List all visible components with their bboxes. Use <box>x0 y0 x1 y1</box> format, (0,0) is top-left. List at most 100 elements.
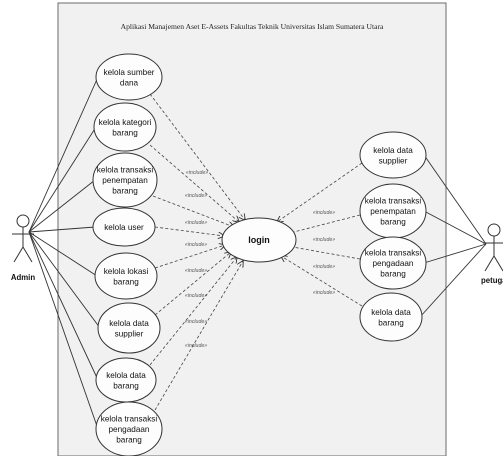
include-arrow-left-8 <box>154 261 243 411</box>
use-case-left-4: kelola user <box>92 207 156 247</box>
include-arrow-left-6 <box>154 252 231 316</box>
use-case-right-4-ellipse <box>359 292 423 342</box>
use-case-left-2-ellipse <box>93 102 157 152</box>
stick-figure-icon <box>483 223 503 272</box>
association-admin-6 <box>28 231 101 329</box>
use-case-right-3-label: barang <box>380 270 406 279</box>
include-stereotype-label: «include» <box>185 193 207 199</box>
use-case-left-5-label: barang <box>113 277 139 286</box>
use-case-left-7-label: barang <box>113 381 139 390</box>
association-admin-5 <box>28 231 98 277</box>
association-admin-1 <box>28 76 99 233</box>
use-case-right-3-label: pengadaan <box>373 259 414 268</box>
use-case-login-ellipse <box>221 217 297 263</box>
include-stereotype-label: «include» <box>313 210 335 216</box>
include-stereotype-label: «include» <box>185 293 207 299</box>
include-arrow-left-3 <box>152 195 234 227</box>
use-case-left-6-label: kelola data <box>109 319 149 328</box>
association-admin-2 <box>28 126 97 233</box>
use-case-right-2-label: kelola transaksi <box>365 197 422 206</box>
use-case-left-3-label: barang <box>112 187 138 196</box>
use-case-login-label: login <box>248 235 270 245</box>
use-case-right-4-label: barang <box>378 318 404 327</box>
actor-admin-label: Admin <box>11 273 35 282</box>
include-arrow-left-1 <box>149 93 245 220</box>
association-petugas-2 <box>423 210 487 245</box>
association-admin-4 <box>28 226 96 233</box>
include-stereotype-label: «include» <box>313 264 335 270</box>
use-case-left-6-label: supplier <box>115 329 144 338</box>
association-petugas-3 <box>423 243 487 264</box>
system-title: Aplikasi Manajemen Aset E-Assets Fakulta… <box>121 22 384 31</box>
include-stereotype-label: «include» <box>185 242 207 248</box>
use-case-right-1-label: supplier <box>379 156 408 165</box>
include-dependencies: «include» «include» «include» «include» «inc… <box>149 93 363 411</box>
actor-petugas: petugas <box>481 223 503 285</box>
include-stereotype-label: «include» <box>313 290 335 296</box>
include-arrow-left-7 <box>149 257 237 366</box>
association-admin-3 <box>28 179 96 233</box>
include-stereotype-label: «include» <box>185 343 207 349</box>
include-stereotype-label: «include» <box>186 170 208 176</box>
use-case-left-7-ellipse <box>95 357 157 403</box>
use-case-left-2-label: kelola kategori <box>99 118 152 127</box>
use-case-login: login <box>221 217 297 263</box>
use-case-left-2-label: barang <box>112 128 138 137</box>
use-case-right-2-label: barang <box>380 218 406 227</box>
use-case-right-1-label: kelola data <box>373 146 413 155</box>
association-petugas-1 <box>423 154 487 245</box>
association-admin-8 <box>28 231 99 430</box>
use-case-left-4-label: kelola user <box>104 223 144 232</box>
use-case-right-2-label: penempatan <box>370 207 416 216</box>
include-arrow-left-2 <box>149 144 239 222</box>
include-arrow-right-3 <box>287 246 361 260</box>
use-case-left-1-label: kelola sumber <box>104 68 155 77</box>
use-case-left-5-label: kelola lokasi <box>104 267 149 276</box>
include-stereotype-label: «include» <box>313 237 335 243</box>
include-arrow-left-4 <box>154 226 224 236</box>
include-arrow-right-1 <box>277 162 363 222</box>
use-case-left-6-ellipse <box>97 302 161 354</box>
include-arrow-right-4 <box>281 256 363 307</box>
use-case-left-3-label: penempatan <box>102 176 148 185</box>
use-case-right-4-label: kelola data <box>371 308 411 317</box>
association-admin-7 <box>28 231 99 381</box>
use-case-left-8-label: pengadaan <box>109 425 150 434</box>
use-case-left-5-ellipse <box>94 252 158 300</box>
actor-petugas-label: petugas <box>481 276 503 285</box>
use-case-left-3-label: kelola transaksi <box>97 166 154 175</box>
use-case-left-8-label: barang <box>116 436 142 445</box>
use-case-left-7-label: kelola data <box>106 371 146 380</box>
use-case-right-3-label: kelola transaksi <box>365 249 422 258</box>
actor-admin: Admin <box>11 214 35 282</box>
include-stereotype-label: «include» <box>185 319 207 325</box>
use-case-right-1-ellipse <box>359 131 427 179</box>
use-case-left-8-label: kelola transaksi <box>101 415 158 424</box>
include-arrow-right-2 <box>286 214 361 234</box>
use-case-left-1-label: dana <box>120 78 139 87</box>
use-case-left-3-ellipse <box>92 152 158 208</box>
include-stereotype-label: «include» <box>185 220 207 226</box>
stick-figure-icon <box>12 214 34 263</box>
use-case-right-3-ellipse <box>359 236 427 290</box>
associations <box>28 76 487 430</box>
include-arrow-left-5 <box>154 245 225 269</box>
use-case-left-1-ellipse <box>95 53 163 101</box>
association-petugas-4 <box>419 243 487 318</box>
include-stereotype-label: «include» <box>185 268 207 274</box>
use-case-left-4-ellipse <box>92 207 156 247</box>
